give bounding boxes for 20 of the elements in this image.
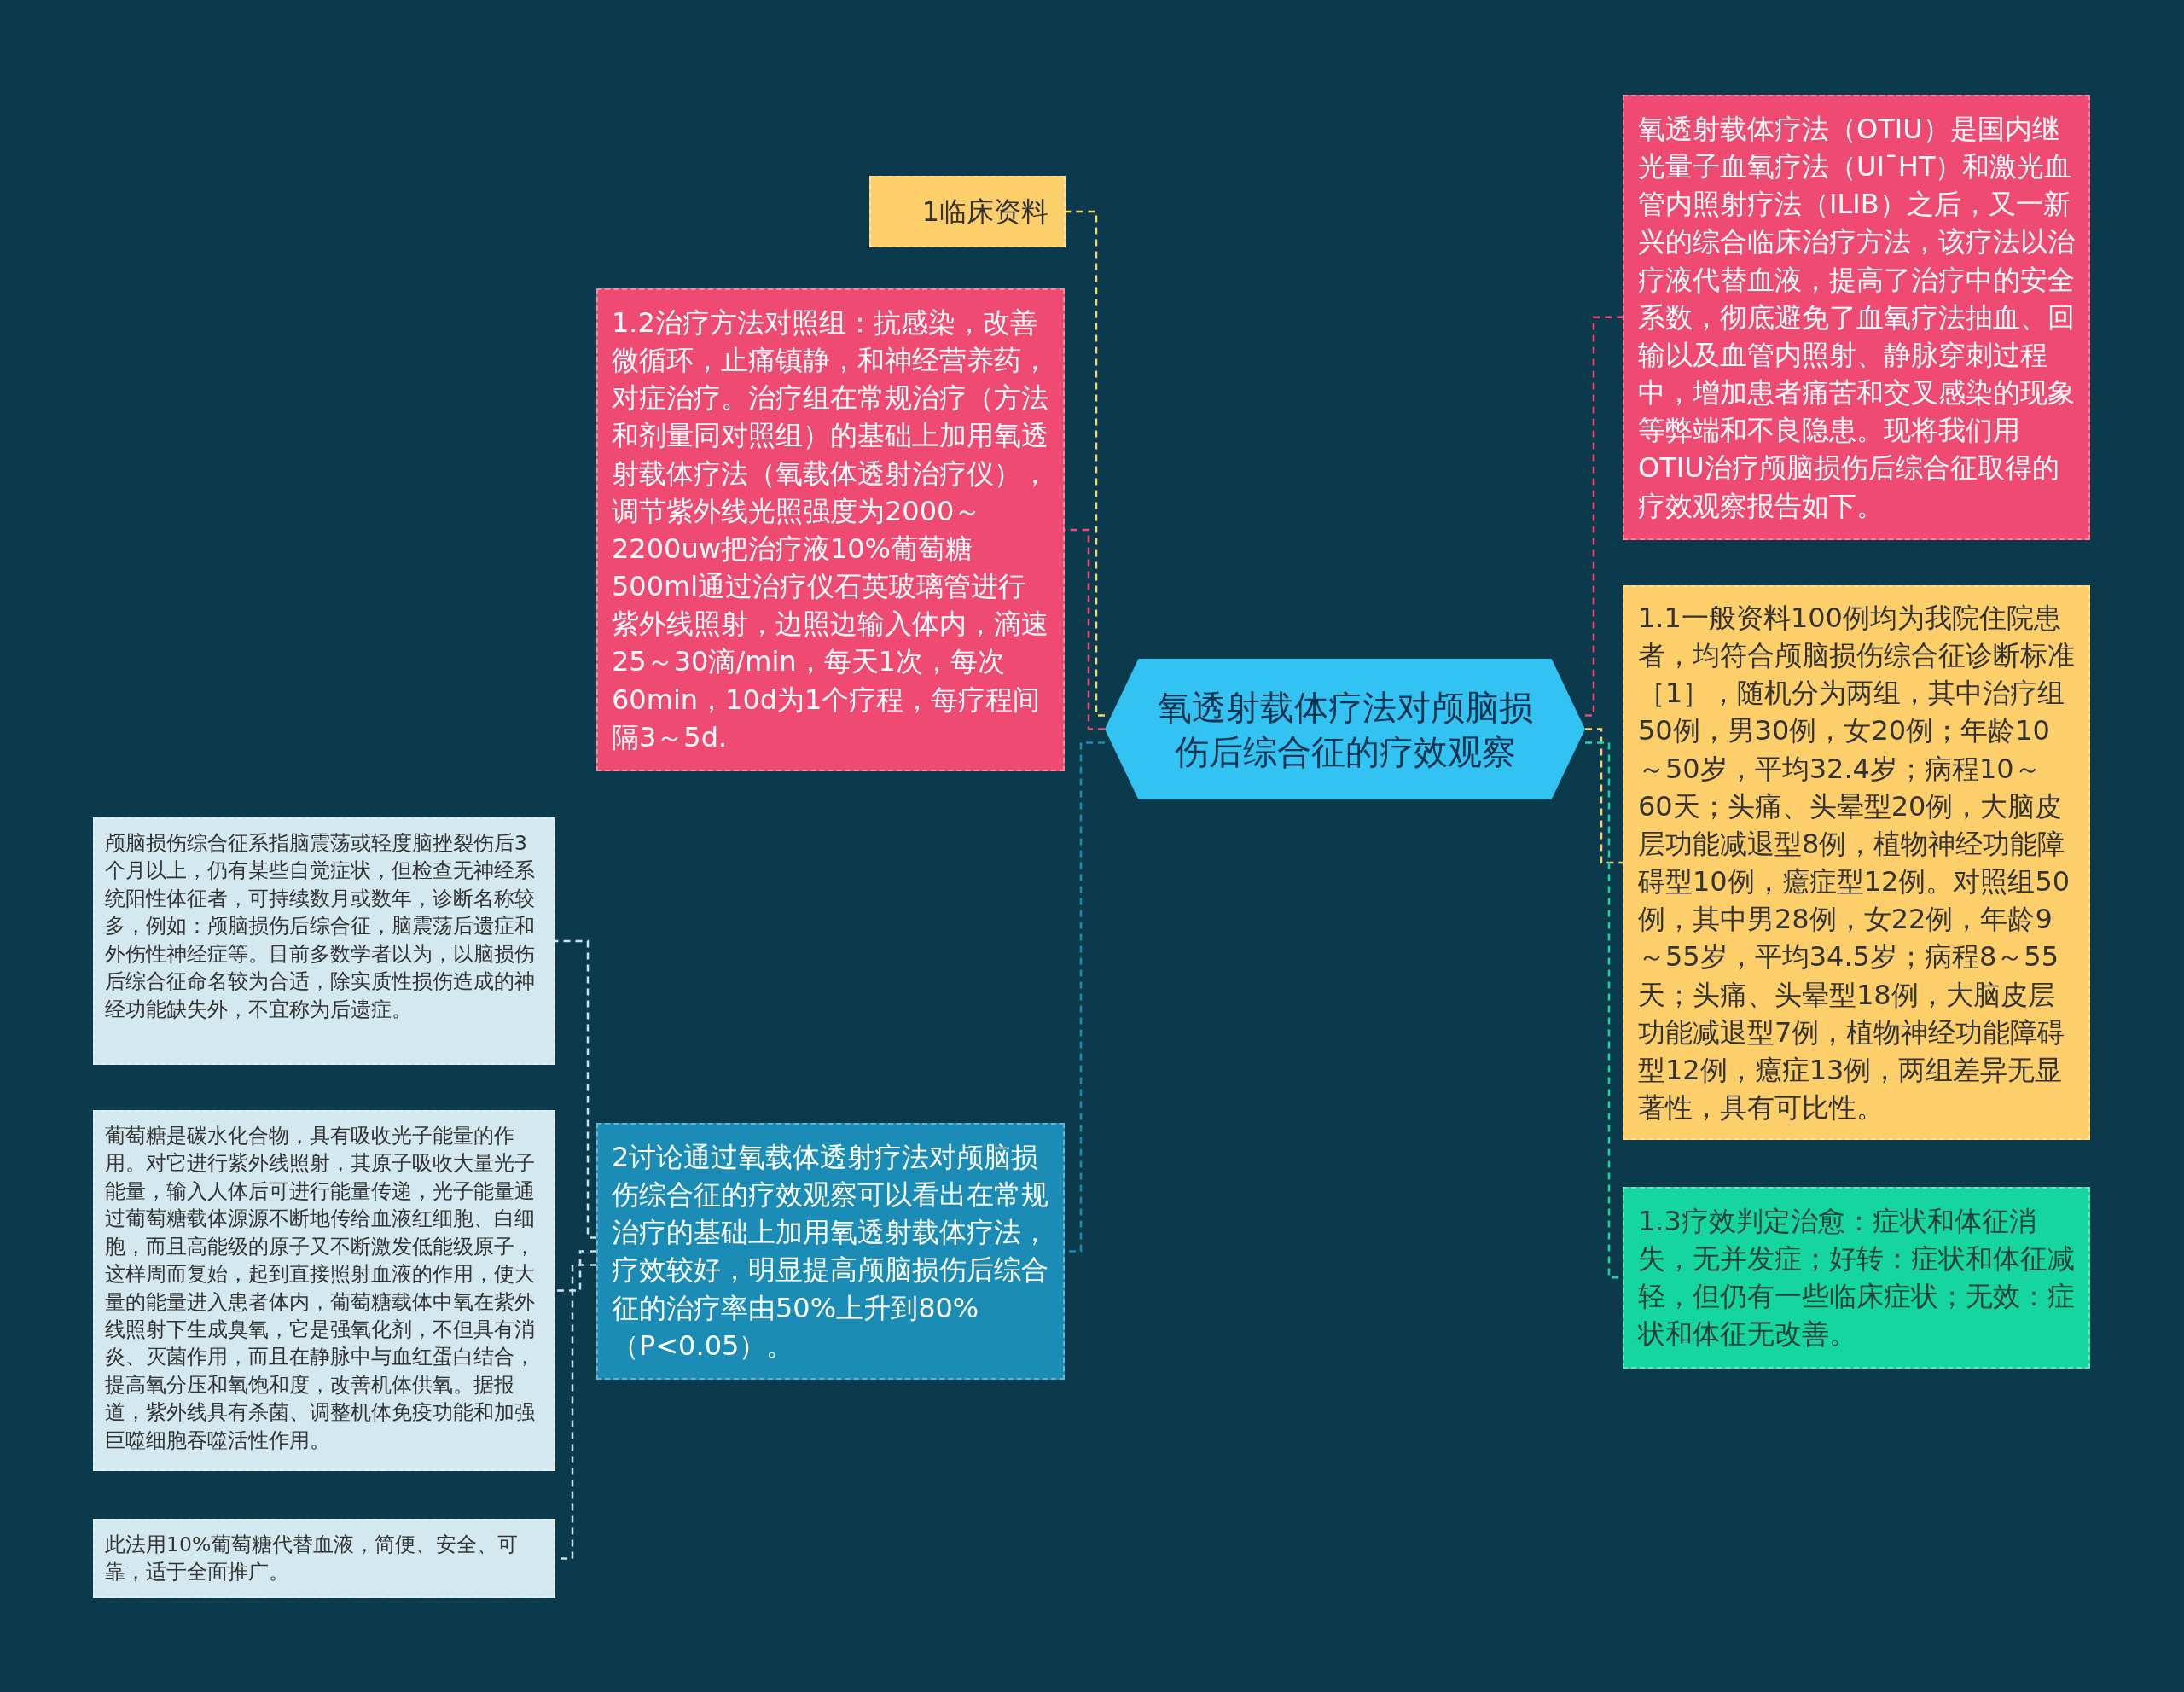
topic-text: 氧透射载体疗法（OTIU）是国内继光量子血氧疗法（UI¯HT）和激光血管内照射疗法（ILIB）之后，又一新兴的综合临床治疗方法，该疗法以治疗液代替血液，提高了治疗中的安全系数，彻底避免了血氧疗法抽血、回输以及血管内照射、静脉穿刺过程中，增加患者痛苦和交叉感染的现象等弊端和不良隐患。现将我们用OTIU治疗颅脑损伤后综合征取得的疗效观察报告如下。 [1638, 112, 2075, 524]
topic-text: 1.1一般资料100例均为我院住院患者，均符合颅脑损伤综合征诊断标准［1］，随机分为两组，其中治疗组50例，男30例，女20例；年龄10～50岁，平均32.4岁；病程10～60天；头痛、头晕型20例，大脑皮层功能减退型8例，植物神经功能障碍型10例，癔症型12例。对照组50例，其中男28例，女22例，年龄9～55岁，平均34.5岁；病程8～55天；头痛、头晕型18例，大脑皮层功能减退型7例，植物神经功能障碍型12例，癔症13例，两组差异无显著性，具有可比性。 [1638, 601, 2075, 1126]
connector-line [1585, 316, 1623, 717]
topic-text: 颅脑损伤综合征系指脑震荡或轻度脑挫裂伤后3个月以上，仍有某些自觉症状，但检查无神经系统阳性体征者，可持续数月或数年，诊断名称较多，例如：颅脑损伤后综合征，脑震荡后遗症和外伤性神经症等。目前多数学者以为，以脑损伤后综合征命名较为合适，除实质性损伤造成的神经功能缺失外，不宜称为后遗症。 [105, 830, 536, 1023]
connector-line [1585, 728, 1623, 864]
topic-text: 此法用10%葡萄糖代替血液，简便、安全、可靠，适于全面推广。 [105, 1532, 520, 1586]
topic-card [1623, 1187, 2090, 1369]
topic-card [596, 1123, 1065, 1380]
connector-line [555, 939, 596, 1239]
topic-text: 2讨论通过氧载体透射疗法对颅脑损伤综合征的疗效观察可以看出在常规治疗的基础上加用氧透射载体疗法，疗效较好，明显提高颅脑损伤后综合征的治疗率由50%上升到80%（P<0.05）。 [612, 1140, 1049, 1363]
connector-line [1066, 210, 1105, 717]
topic-text: 1.2治疗方法对照组：抗感染，改善微循环，止痛镇静，和神经营养药，对症治疗。治疗组在常规治疗（方法和剂量同对照组）的基础上加用氧透射载体疗法（氧载体透射治疗仪），调节紫外线光照强度为2000～2200uw把治疗液10%葡萄糖500ml通过治疗仪石英玻璃管进行紫外线照射，边照边输入体内，滴速25～30滴/min，每天1次，每次60min，10d为1个疗程，每疗程间隔3～5d. [612, 305, 1049, 755]
topic-text: 1.3疗效判定治愈：症状和体征消失，无并发症；好转：症状和体征减轻，但仍有一些临床症状；无效：症状和体征无改善。 [1638, 1204, 2075, 1352]
note-card [93, 817, 555, 1065]
note-card [93, 1519, 555, 1598]
topic-text: 葡萄糖是碳水化合物，具有吸收光子能量的作用。对它进行紫外线照射，其原子吸收大量光子能量，输入人体后可进行能量传递，光子能量通过葡萄糖载体源源不断地传给血液红细胞、白细胞，而且高能级的原子又不断激发低能级原子，这样周而复始，起到直接照射血液的作用，使大量的能量进入患者体内，葡萄糖载体中氧在紫外线照射下生成臭氧，它是强氧化剂，不但具有消炎、灭菌作用，而且在静脉中与血红蛋白结合，提高氧分压和氧饱和度，改善机体供氧。据报道，紫外线具有杀菌、调整机体免疫功能和加强巨噬细胞吞噬活性作用。 [105, 1123, 536, 1454]
topic-text: 1临床资料 [921, 195, 1048, 230]
connector-line [555, 1250, 596, 1292]
topic-label-card [869, 176, 1066, 248]
topic-text: 氧透射载体疗法对颅脑损伤后综合征的疗效观察 [1156, 686, 1534, 773]
